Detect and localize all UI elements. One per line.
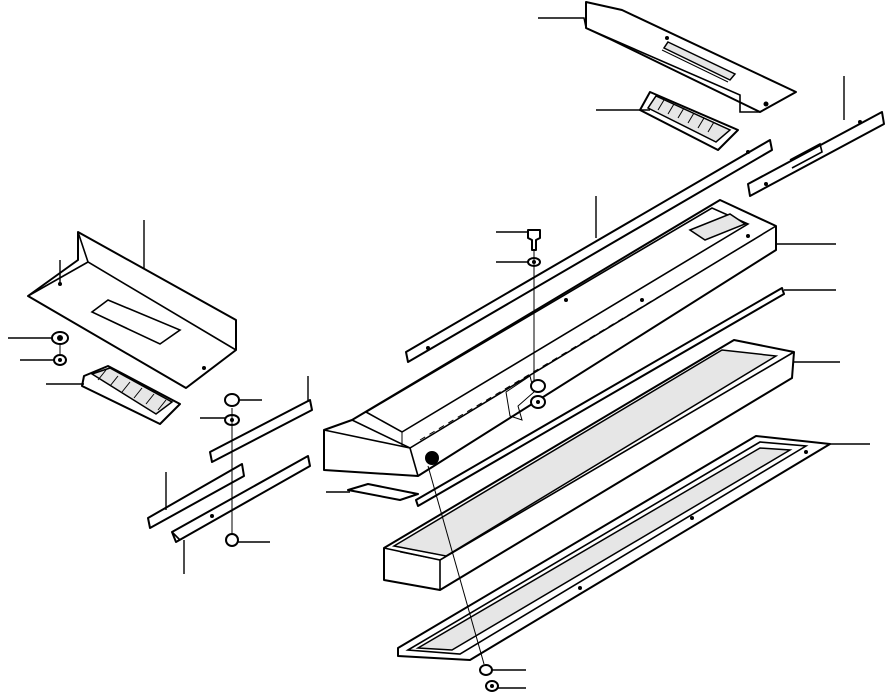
gasket-strip [415,287,785,507]
hole [564,298,568,302]
bottom-frame [397,435,831,661]
mounting-strip-top [405,139,773,363]
bracket-right [747,111,885,197]
hole [804,450,808,454]
main-housing [323,199,777,477]
hole [665,36,669,40]
hole [746,234,750,238]
cover-panel-top-right [585,1,797,113]
hole [763,101,769,107]
small-strip-b [147,463,245,529]
switch-panel-top-right [639,91,739,151]
hole [764,182,768,186]
angle-strip [171,455,311,543]
small-pad [347,483,419,501]
cover-panel-left [27,231,237,389]
hole [640,298,644,302]
small-strip-a [209,399,313,463]
hole [578,586,582,590]
lower-tray [383,339,795,591]
assembly-axes [59,250,535,665]
hole [202,366,206,370]
leader-lines [8,17,870,689]
hole [746,150,750,154]
hole [426,346,430,350]
hole [858,120,862,124]
hole [210,514,214,518]
hole [690,516,694,520]
